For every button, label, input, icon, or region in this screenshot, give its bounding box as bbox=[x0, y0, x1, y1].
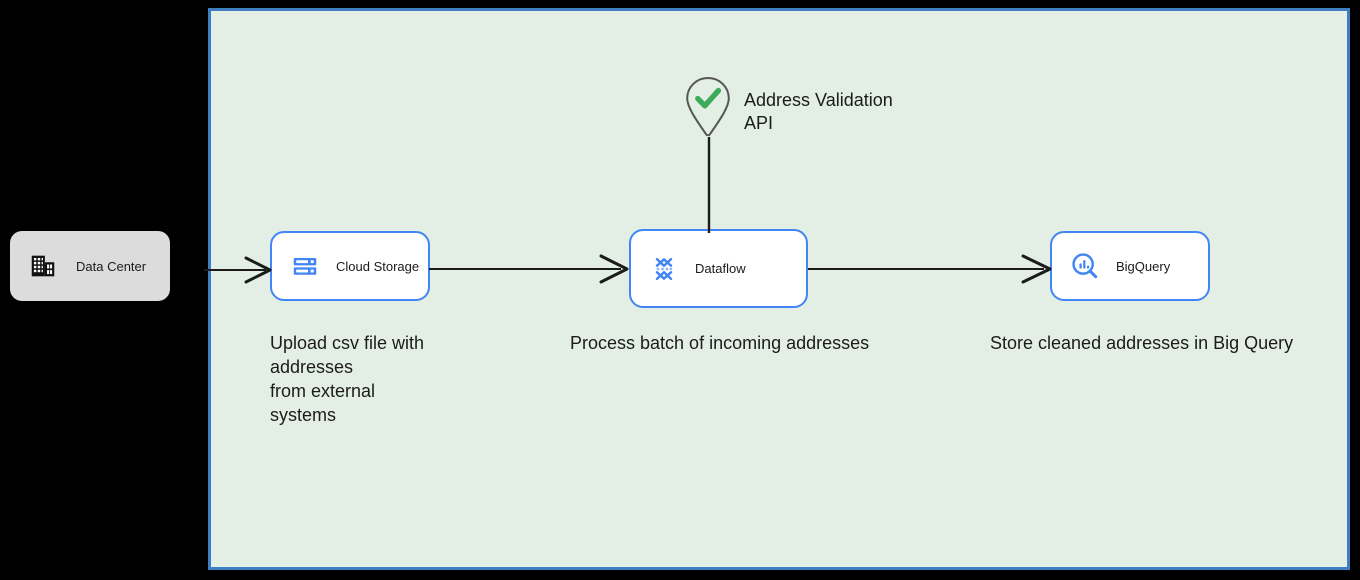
node-data-center-label: Data Center bbox=[76, 258, 147, 274]
building-icon bbox=[31, 255, 55, 277]
node-cloud-storage[interactable]: Cloud Storage bbox=[270, 231, 430, 301]
connector-datacenter-to-cloud-storage bbox=[204, 256, 272, 284]
connector-address-validation-api-to-dataflow bbox=[707, 137, 711, 233]
connector-dataflow-to-bigquery bbox=[808, 254, 1052, 284]
caption-bigquery: Store cleaned addresses in Big Query bbox=[990, 333, 1294, 353]
bigquery-icon bbox=[1072, 253, 1098, 279]
node-data-center[interactable]: Data Center bbox=[10, 231, 170, 301]
node-address-validation-api-label: Address Validation API bbox=[744, 90, 893, 133]
node-address-validation-api[interactable]: Address Validation API bbox=[684, 76, 893, 138]
caption-dataflow: Process batch of incoming addresses bbox=[570, 333, 870, 353]
node-bigquery[interactable]: BigQuery bbox=[1050, 231, 1210, 301]
location-pin-check-icon bbox=[686, 76, 730, 137]
caption-cloud-storage: Upload csv file with addresses from exte… bbox=[270, 333, 425, 425]
dataflow-icon bbox=[655, 257, 673, 280]
node-cloud-storage-label: Cloud Storage bbox=[336, 258, 420, 274]
connector-cloud-storage-to-dataflow bbox=[429, 254, 629, 284]
node-dataflow-label: Dataflow bbox=[695, 261, 746, 276]
cloud-storage-icon bbox=[293, 258, 317, 275]
node-dataflow[interactable]: Dataflow bbox=[629, 229, 808, 308]
node-bigquery-label: BigQuery bbox=[1116, 258, 1171, 274]
